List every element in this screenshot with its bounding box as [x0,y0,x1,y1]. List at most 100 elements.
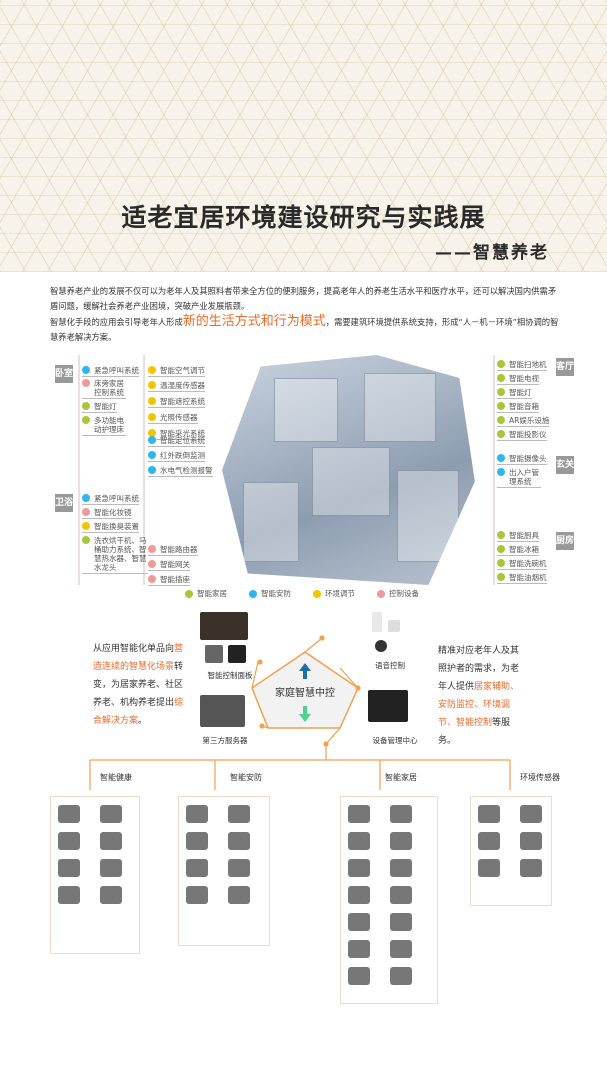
device-item: 红外跌倒监测 [148,451,205,462]
device-item-label: 智能厨具 [509,531,539,540]
device-item-label: 智能扫地机 [509,360,547,369]
device-item-label: 温湿度传感器 [160,381,205,390]
status-dot-icon [497,559,505,567]
device-item: 智能采光系统 [148,429,205,440]
device-item-label: 智能冰箱 [509,545,539,554]
status-dot-icon [497,573,505,581]
status-dot-icon [82,402,90,410]
device-item-label: 床旁家居控制系统 [94,379,124,397]
device-item: 水电气检测报警 [148,466,213,477]
product-image [520,859,542,877]
device-item-label: 智能网关 [160,560,190,569]
status-dot-icon [148,366,156,374]
status-dot-icon [82,379,90,387]
device-item-label: 红外跌倒监测 [160,451,205,460]
status-dot-icon [82,508,90,516]
device-item: 多功能电动护理床 [82,416,126,436]
voice-label: 语音控制 [375,661,405,670]
device-item-label: 多功能电动护理床 [94,416,124,434]
room-label-bedroom: 卧室 [55,365,73,383]
right-description: 精准对应老年人及其照护者的需求，为老年人提供居家辅助、安防监控、环境调节、智能控… [438,646,520,746]
room-label-living: 客厅 [556,358,574,376]
product-image [390,805,412,823]
speaker-image [375,640,387,652]
status-dot-icon [82,522,90,530]
product-image [478,859,500,877]
device-item-label: 智能换臭装置 [94,522,139,531]
product-image [228,832,250,850]
device-item-label: 智能投影仪 [509,430,547,439]
legend-security: 智能安防 [249,588,291,599]
computer-image [368,690,408,722]
status-dot-icon [82,494,90,502]
device-item-label: AR娱乐设施 [509,416,550,425]
product-image [390,940,412,958]
device-item: 智能网关 [148,560,190,571]
legend-home: 智能家居 [185,588,227,599]
device-item: 智能音箱 [497,402,539,413]
device-item-label: 紧急呼叫系统 [94,366,139,375]
legend: 智能家居 智能安防 环境调节 控制设备 [185,588,419,599]
product-image [348,832,370,850]
product-image [186,832,208,850]
room-label-entry: 玄关 [556,456,574,474]
status-dot-icon [148,466,156,474]
product-image [348,940,370,958]
status-dot-icon [497,545,505,553]
device-item: 智能遮控系统 [148,397,205,408]
device-item-label: 智能遮控系统 [160,397,205,406]
device-item-label: 水电气检测报警 [160,466,213,475]
server-image [200,695,245,727]
page-title: 适老宜居环境建设研究与实践展 [121,203,486,232]
divider [78,355,80,585]
page-subtitle: ——智慧养老 [435,243,549,263]
product-image [100,886,122,904]
device-item: 智能定位系统 [148,436,205,447]
product-image [348,805,370,823]
server-label: 第三方服务器 [202,736,248,745]
device-item: 智能电视 [497,374,539,385]
device-item: 智能油烟机 [497,573,547,584]
device-item: 智能化妆镜 [82,508,132,519]
device-item: 智能扫地机 [497,360,547,371]
status-dot-icon [497,454,505,462]
device-item: 光照传感器 [148,413,198,424]
product-image [100,859,122,877]
device-center-label: 设备管理中心 [372,736,418,745]
device-item: 智能投影仪 [497,430,547,441]
status-dot-icon [497,531,505,539]
product-image [348,967,370,985]
status-dot-icon [497,388,505,396]
status-dot-icon [148,413,156,421]
status-dot-icon [148,451,156,459]
device-item: 智能厨具 [497,531,539,542]
status-dot-icon [497,374,505,382]
device-item: 智能冰箱 [497,545,539,556]
status-dot-icon [148,429,156,437]
product-image [348,886,370,904]
device-item-label: 智能电视 [509,374,539,383]
device-item-label: 紧急呼叫系统 [94,494,139,503]
device-item-label: 智能洗碗机 [509,559,547,568]
device-item: 紧急呼叫系统 [82,494,139,505]
product-image [58,859,80,877]
product-image [390,832,412,850]
device-item-label: 出入户管理系统 [509,468,539,486]
product-image [390,886,412,904]
device-item-label: 智能摄像头 [509,454,547,463]
status-dot-icon [148,436,156,444]
device-item-label: 洗衣烘干机、马桶助力系统、智慧热水器、智慧水龙头 [94,536,147,572]
product-image [348,859,370,877]
device-item-label: 光照传感器 [160,413,198,422]
speaker-image [372,612,382,632]
device-item: AR娱乐设施 [497,416,550,427]
switch-image [205,645,223,663]
device-item-label: 智能灯 [94,402,117,411]
hub-label: 家庭智慧中控 [275,688,335,699]
product-image [228,886,250,904]
device-item: 智能摄像头 [497,454,547,465]
product-image [186,859,208,877]
intro-highlight: 新的生活方式和行为模式 [182,314,326,329]
device-item-label: 智能油烟机 [509,573,547,582]
hub-diagram [89,635,511,790]
